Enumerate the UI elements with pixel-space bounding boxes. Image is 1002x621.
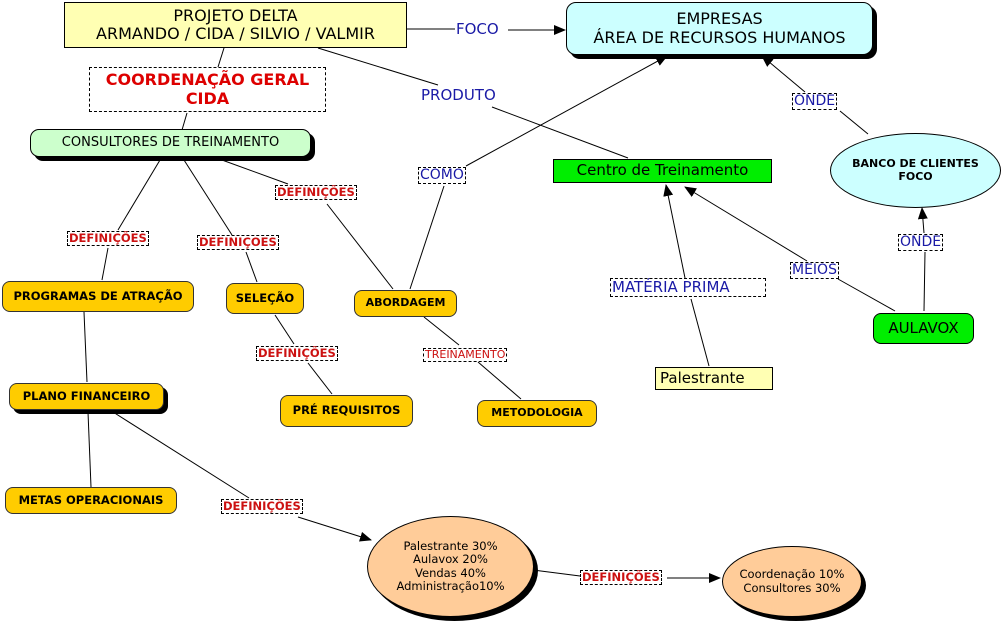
connector-produto-centro <box>491 106 629 159</box>
connector-def3-abordagem <box>326 203 394 290</box>
node-aulavox[interactable]: AULAVOX <box>873 313 974 344</box>
connector-abordagem-como <box>409 185 445 290</box>
link-label-definicoes-plano[interactable]: DEFINIÇÕES <box>221 499 303 514</box>
node-coordenacao-geral[interactable]: COORDENAÇÃO GERAL CIDA <box>89 67 326 112</box>
node-projeto-delta[interactable]: PROJETO DELTA ARMANDO / CIDA / SILVIO / … <box>64 2 407 48</box>
node-consultores[interactable]: CONSULTORES DE TREINAMENTO <box>30 129 311 157</box>
connector-def-prerequisitos <box>307 362 333 395</box>
link-label-onde-top[interactable]: ONDE <box>792 93 838 111</box>
connector-meios-centro <box>684 186 808 262</box>
connector-def2-selecao <box>245 251 258 283</box>
link-label-materia-prima[interactable]: MATÉRIA PRIMA <box>610 278 766 297</box>
link-label-definicoes-programas[interactable]: DEFINIÇÕES <box>67 231 149 246</box>
node-centro-treinamento[interactable]: Centro de Treinamento <box>553 159 772 183</box>
connector-aulavox-meios <box>837 278 896 312</box>
connector-onde-empresas <box>761 55 806 93</box>
connector-consultores-def3 <box>221 159 289 185</box>
link-label-definicoes-abordagem[interactable]: DEFINIÇÕES <box>275 185 357 200</box>
connector-distribuicao-def <box>532 569 581 577</box>
connector-def-distribuicao <box>297 516 372 542</box>
node-plano-financeiro[interactable]: PLANO FINANCEIRO <box>9 383 164 410</box>
connector-plano-def <box>112 411 250 499</box>
connector-onde-banco <box>917 207 928 234</box>
node-selecao[interactable]: SELEÇÃO <box>226 283 304 314</box>
connector-palestrante-materia <box>690 298 710 367</box>
connector-programas-plano <box>83 311 88 383</box>
link-label-produto[interactable]: PRODUTO <box>420 86 497 104</box>
link-label-definicoes-selecao[interactable]: DEFINIÇOES <box>197 235 279 250</box>
connector-selecao-def <box>274 314 295 345</box>
connector-def1-programas <box>101 247 109 281</box>
connector-como-empresas <box>465 55 668 167</box>
node-pre-requisitos[interactable]: PRÉ REQUISITOS <box>280 395 413 427</box>
connector-consultores-def1 <box>117 159 161 231</box>
node-distribuicao[interactable]: Palestrante 30% Aulavox 20% Vendas 40% A… <box>367 516 534 617</box>
node-programas-atracao[interactable]: PROGRAMAS DE ATRAÇÃO <box>2 281 194 312</box>
node-abordagem[interactable]: ABORDAGEM <box>354 290 457 317</box>
link-label-definicoes-final[interactable]: DEFINIÇÕES <box>580 570 662 585</box>
link-label-onde-bottom[interactable]: ONDE <box>898 234 944 252</box>
link-label-foco[interactable]: FOCO <box>455 20 500 38</box>
node-palestrante[interactable]: Palestrante <box>655 367 773 390</box>
connector-aulavox-onde <box>923 251 926 312</box>
connector-banco-onde <box>839 110 869 135</box>
connector-abordagem-treinamento <box>423 316 460 346</box>
node-empresas[interactable]: EMPRESAS ÁREA DE RECURSOS HUMANOS <box>566 2 873 55</box>
link-label-como[interactable]: COMO <box>418 167 466 185</box>
link-label-treinamento[interactable]: TREINAMENTO <box>423 348 508 363</box>
node-coordenacao-consultores[interactable]: Coordenação 10% Consultores 30% <box>722 546 862 617</box>
node-banco-clientes[interactable]: BANCO DE CLIENTES FOCO <box>830 133 1001 208</box>
connector-materia-centro <box>663 184 686 279</box>
node-metas-operacionais[interactable]: METAS OPERACIONAIS <box>5 487 177 514</box>
connector-consultores-def2 <box>183 159 233 236</box>
connector-coordenacao-consultores <box>181 112 188 131</box>
link-label-definicoes-pre[interactable]: DEFINIÇÕES <box>256 346 338 361</box>
link-label-meios[interactable]: MEIOS <box>790 262 839 280</box>
connector-plano-metas <box>87 411 92 488</box>
connector-projeto-coordenacao <box>217 47 225 68</box>
connector-projeto-produto <box>317 47 439 86</box>
node-metodologia[interactable]: METODOLOGIA <box>477 400 597 427</box>
connector-treinamento-metodologia <box>477 361 522 400</box>
